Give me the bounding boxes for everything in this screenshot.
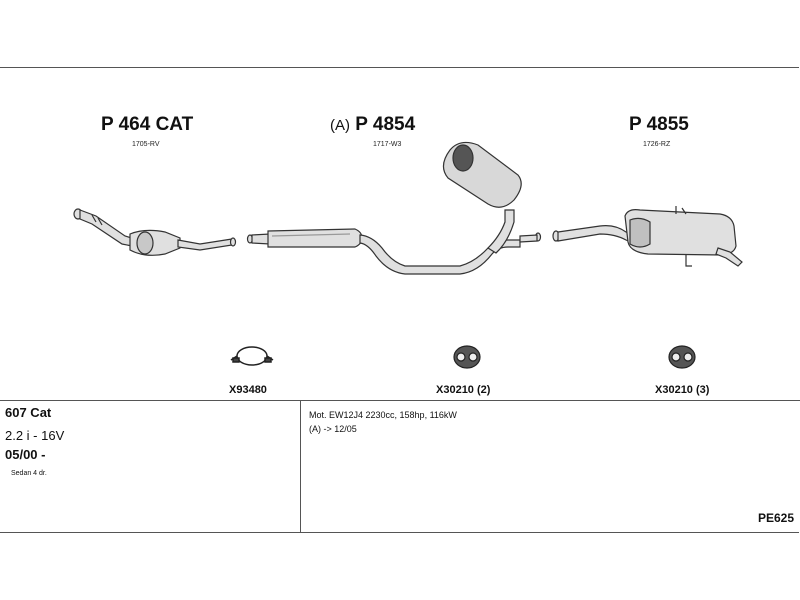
vertical-divider [300, 400, 301, 533]
middle-pipe [359, 234, 521, 275]
vehicle-body: Sedan 4 dr. [11, 470, 47, 477]
rubber-mount-icon[interactable] [453, 345, 481, 369]
tailpipe [715, 247, 743, 267]
front-pipe [79, 209, 133, 247]
reference-code: PE625 [757, 511, 794, 525]
middle-silencer-body [267, 228, 363, 248]
part-code-middle: (A) P 4854 [330, 114, 415, 136]
flex-joint [91, 214, 103, 226]
catalyst-inlet-shell [136, 231, 154, 255]
silencer-highlight [271, 233, 351, 237]
accessory-label-mount-3: X30210 (3) [655, 384, 710, 396]
part-code-front: P 464 CAT [101, 114, 194, 135]
vehicle-model: 607 Cat [5, 405, 52, 420]
horizontal-divider [0, 400, 800, 401]
rear-silencer-assembly[interactable] [552, 206, 743, 267]
vehicle-engine: 2.2 i - 16V [5, 428, 65, 443]
rear-silencer-face [629, 217, 651, 248]
clamp-icon[interactable] [230, 346, 274, 366]
part-prefix-middle: (A) [330, 117, 350, 134]
middle-silencer-assembly[interactable] [246, 141, 542, 275]
rubber-mount-icon[interactable] [668, 345, 696, 369]
rear-hanger-top [675, 206, 687, 215]
diagram-frame [0, 67, 799, 533]
motor-note: Mot. EW12J4 2230cc, 158hp, 116kW [309, 410, 457, 420]
resonator-end-cap [452, 144, 474, 172]
part-code-middle-text: P 4854 [355, 114, 416, 135]
accessory-label-mount-2: X30210 (2) [436, 384, 491, 396]
front-catalyst-assembly[interactable] [73, 208, 237, 256]
rear-hanger-bottom [685, 255, 692, 267]
resonator-branch [487, 209, 515, 254]
middle-outlet-pipe [519, 234, 538, 243]
vehicle-date: 05/00 - [5, 447, 46, 462]
accessory-label-clamp: X93480 [229, 384, 267, 396]
middle-inlet-pipe [251, 233, 271, 245]
part-sub-middle: 1717-W3 [373, 141, 402, 148]
catalyst-outlet-pipe [177, 238, 233, 251]
range-note: (A) -> 12/05 [309, 424, 357, 434]
part-sub-rear: 1726-RZ [643, 141, 671, 148]
catalyst-outlet-end [229, 237, 237, 247]
part-sub-front: 1705-RV [132, 141, 160, 148]
part-code-rear: P 4855 [629, 114, 689, 135]
rear-silencer-body [624, 209, 737, 256]
